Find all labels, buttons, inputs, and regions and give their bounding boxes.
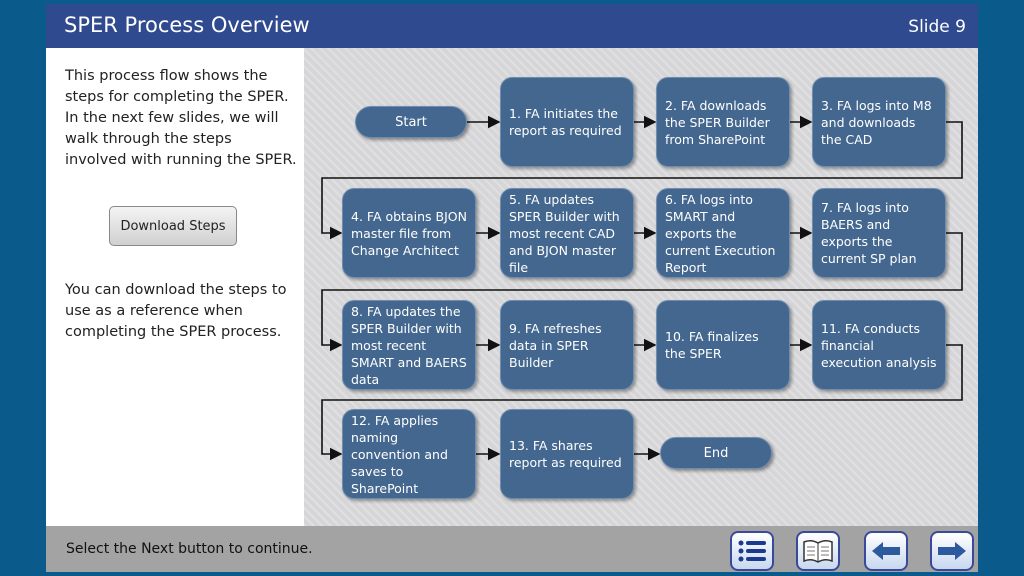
intro-text: This process flow shows the steps for co… (65, 68, 297, 168)
header: SPER Process Overview Slide 9 (46, 4, 978, 48)
step-5: 5. FA updates SPER Builder with most rec… (500, 188, 634, 278)
process-flow-diagram: Start 1. FA initiates the report as requ… (304, 48, 978, 526)
outro-text: You can download the steps to use as a r… (65, 282, 287, 340)
step-4: 4. FA obtains BJON master file from Chan… (342, 188, 476, 278)
slide-frame: SPER Process Overview Slide 9 This proce… (46, 4, 978, 572)
book-icon (803, 539, 833, 563)
end-node: End (660, 437, 772, 469)
next-button[interactable] (930, 531, 974, 571)
glossary-button[interactable] (796, 531, 840, 571)
flow-connectors (321, 115, 963, 461)
step-7: 7. FA logs into BAERS and exports the cu… (812, 188, 946, 278)
start-node: Start (355, 106, 467, 138)
step-13: 13. FA shares report as required (500, 409, 634, 499)
footer-message: Select the Next button to continue. (66, 541, 313, 557)
step-9: 9. FA refreshes data in SPER Builder (500, 300, 634, 390)
page-title: SPER Process Overview (64, 13, 310, 37)
back-arrow-icon (872, 542, 900, 560)
download-steps-button[interactable]: Download Steps (109, 206, 237, 246)
step-2: 2. FA downloads the SPER Builder from Sh… (656, 77, 790, 167)
slide-number: Slide 9 (908, 17, 966, 37)
footer-bar: Select the Next button to continue. (46, 526, 978, 572)
step-6: 6. FA logs into SMART and exports the cu… (656, 188, 790, 278)
back-button[interactable] (864, 531, 908, 571)
step-12: 12. FA applies naming convention and sav… (342, 409, 476, 499)
step-8: 8. FA updates the SPER Builder with most… (342, 300, 476, 390)
menu-button[interactable] (730, 531, 774, 571)
step-10: 10. FA finalizes the SPER (656, 300, 790, 390)
step-1: 1. FA initiates the report as required (500, 77, 634, 167)
left-panel: This process flow shows the steps for co… (46, 48, 304, 526)
step-11: 11. FA conducts financial execution anal… (812, 300, 946, 390)
next-arrow-icon (938, 542, 966, 560)
step-3: 3. FA logs into M8 and downloads the CAD (812, 77, 946, 167)
menu-icon (738, 540, 766, 562)
